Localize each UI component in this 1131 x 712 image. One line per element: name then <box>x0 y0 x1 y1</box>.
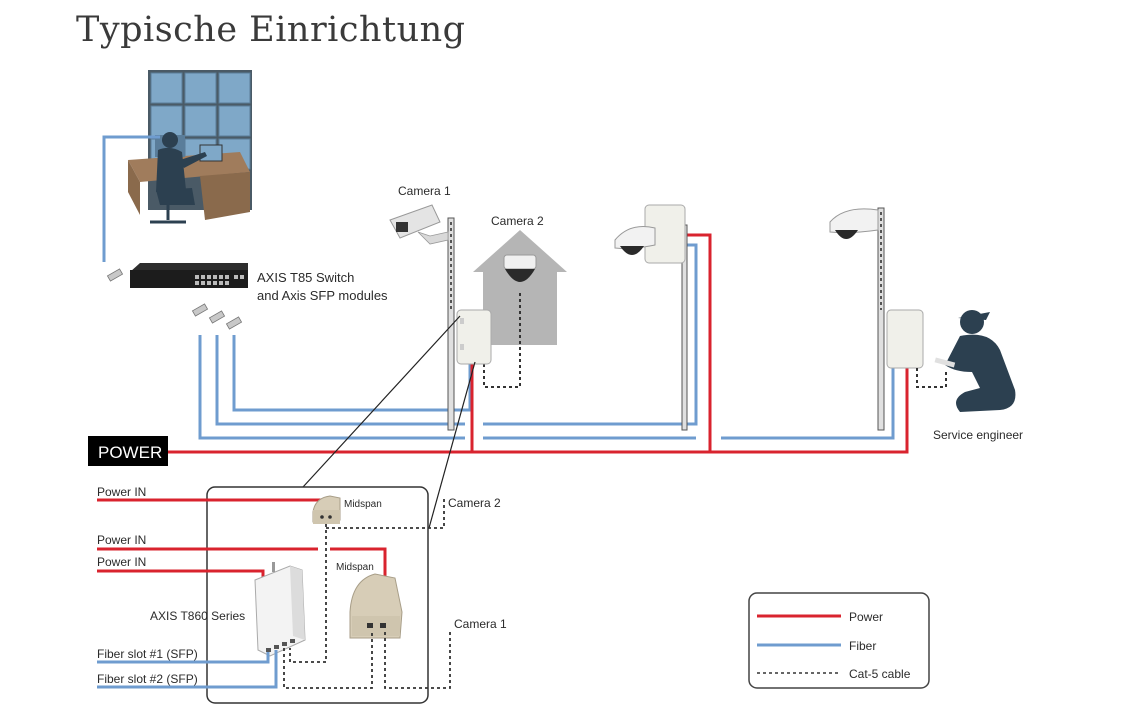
legend: Power Fiber Cat-5 cable <box>748 592 930 689</box>
service-engineer-icon <box>934 310 1016 412</box>
box-camera-icon <box>389 204 449 245</box>
dome-camera-icon <box>829 208 879 239</box>
fiber-slot-lines <box>97 650 278 689</box>
outdoor-enclosure-icon <box>456 309 492 365</box>
cat5-cables <box>283 498 451 689</box>
callout-line <box>302 315 461 488</box>
switch-label-line1: AXIS T85 Switch <box>257 270 354 285</box>
outdoor-enclosure-icon <box>886 309 924 369</box>
power-in-label: Power IN <box>97 555 146 569</box>
callout-line <box>428 361 476 529</box>
pole-4 <box>877 207 885 431</box>
legend-label: Cat-5 cable <box>849 667 911 681</box>
pole <box>447 217 455 431</box>
midspan-label: Midspan <box>336 562 374 573</box>
switch-label-line2: and Axis SFP modules <box>257 288 388 303</box>
fiber-cables <box>102 135 895 440</box>
media-converter-icon <box>254 562 306 657</box>
power-badge-label: POWER <box>98 443 162 462</box>
detail-frame <box>206 486 429 704</box>
cat5-cable <box>916 368 947 388</box>
service-engineer-label: Service engineer <box>933 428 1023 442</box>
legend-label: Fiber <box>849 639 876 653</box>
power-badge: POWER <box>88 436 168 466</box>
cat5-cable <box>483 293 521 388</box>
power-in-label: Power IN <box>97 485 146 499</box>
fiber-slot-label: Fiber slot #2 (SFP) <box>97 672 198 686</box>
network-switch-icon <box>130 263 248 288</box>
camera1-detail-label: Camera 1 <box>454 617 507 631</box>
operator-desk-icon <box>128 132 250 224</box>
midspan-label: Midspan <box>344 499 382 510</box>
power-in-label: Power IN <box>97 533 146 547</box>
camera1-label: Camera 1 <box>398 184 451 198</box>
midspan-icon <box>312 495 341 524</box>
midspan-icon <box>349 573 403 639</box>
house-icon <box>473 230 567 345</box>
camera2-label: Camera 2 <box>491 214 544 228</box>
dome-camera-icon <box>503 254 537 282</box>
dome-camera-icon <box>614 226 656 255</box>
camera2-detail-label: Camera 2 <box>448 496 501 510</box>
t860-label: AXIS T860 Series <box>150 609 245 623</box>
sfp-module-icon <box>106 268 243 330</box>
page-title: Typische Einrichtung <box>76 10 466 50</box>
legend-label: Power <box>849 610 883 624</box>
fiber-slot-label: Fiber slot #1 (SFP) <box>97 647 198 661</box>
